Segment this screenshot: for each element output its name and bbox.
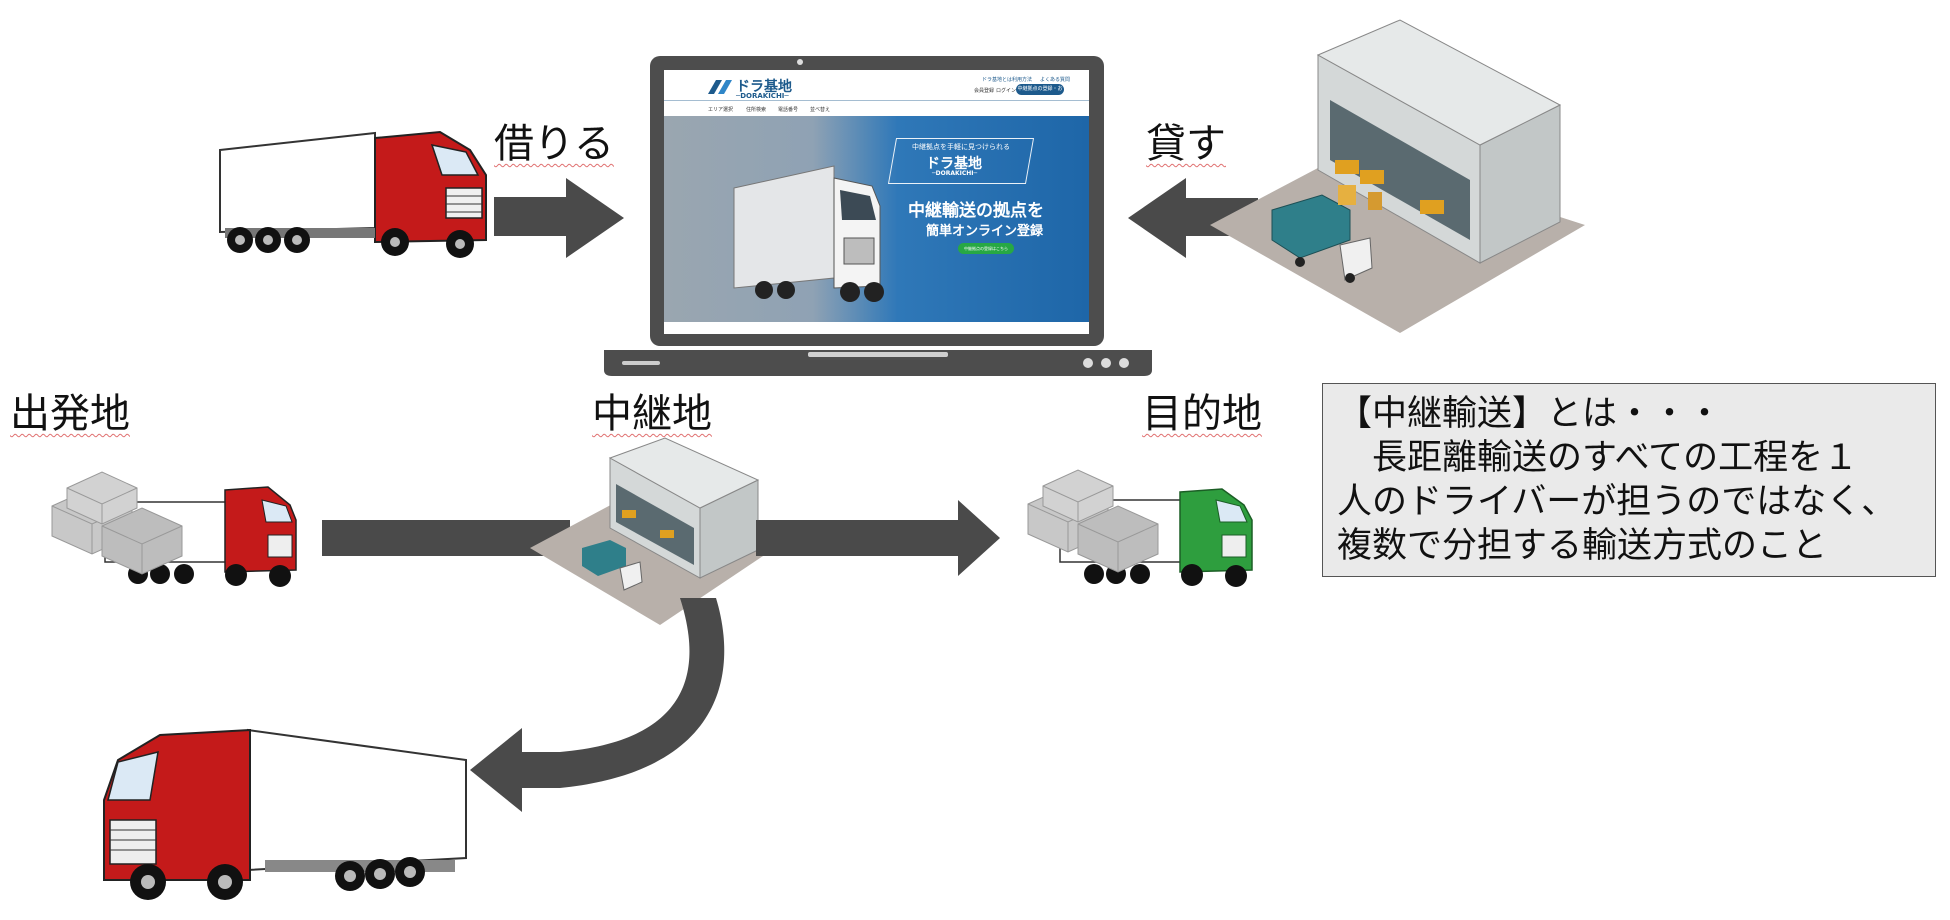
hero-catch: 中継拠点を手軽に見つけられる xyxy=(912,143,1010,151)
borrow-label: 借りる xyxy=(494,121,614,167)
hero-cta-button[interactable]: 中継拠点の登録はこちら xyxy=(958,243,1014,254)
site-divider xyxy=(664,100,1089,101)
site-nav-area[interactable]: エリア選択 xyxy=(708,107,734,113)
relay-label: 中継地 xyxy=(592,391,712,437)
lend-label: 貸す xyxy=(1146,121,1226,167)
site-contact-button[interactable]: 中継拠点の登録・お問い合わせ xyxy=(1016,84,1064,103)
definition-line-3: 人のドライバーが担うのではなく、 xyxy=(1337,482,1897,522)
site-hero: 中継拠点を手軽に見つけられる ドラ基地 ─DORAKICHI─ 中継輸送の拠点を… xyxy=(664,116,1089,322)
relay-transport-definition-box: 【中継輸送】とは・・・ 長距離輸送のすべての工程を１ 人のドライバーが担うのでは… xyxy=(1322,383,1936,577)
borrow-truck-illustration xyxy=(219,130,487,258)
site-link-login[interactable]: ログイン xyxy=(996,88,1017,94)
site-link-faq[interactable]: よくある質問 xyxy=(1040,77,1071,83)
relay-curved-arrow xyxy=(470,598,725,812)
origin-label: 出発地 xyxy=(10,391,130,437)
site-link-register[interactable]: 会員登録 xyxy=(974,88,995,94)
site-brand: ドラ基地 xyxy=(736,79,792,95)
hero-name: ドラ基地 xyxy=(926,156,982,172)
hero-truck-photo xyxy=(733,165,884,302)
hero-headline-2: 簡単オンライン登録 xyxy=(926,224,1044,239)
destination-truck-illustration xyxy=(1027,469,1253,587)
hero-name-sub: ─DORAKICHI─ xyxy=(932,170,978,177)
site-nav-sort[interactable]: 並べ替え xyxy=(810,107,831,113)
warehouse-illustration xyxy=(1210,19,1585,333)
relay-warehouse-illustration xyxy=(530,437,775,625)
site-nav-address[interactable]: 住所検索 xyxy=(746,107,767,113)
borrow-arrow xyxy=(494,178,624,258)
definition-line-1: 【中継輸送】とは・・・ xyxy=(1337,394,1723,434)
relay-destination-arrow xyxy=(756,500,1000,576)
return-truck-illustration xyxy=(103,728,467,900)
origin-truck-illustration xyxy=(51,471,297,587)
destination-label: 目的地 xyxy=(1142,391,1262,437)
site-nav-phone[interactable]: 電話番号 xyxy=(778,107,799,113)
site-link-about[interactable]: ドラ基地とは xyxy=(982,77,1013,83)
lend-arrow xyxy=(1128,178,1258,258)
hero-headline: 中継輸送の拠点を xyxy=(908,201,1044,221)
site-brand-sub: ─DORAKICHI─ xyxy=(736,92,789,100)
definition-line-2: 長距離輸送のすべての工程を１ xyxy=(1337,438,1859,478)
site-link-usage[interactable]: 利用方法 xyxy=(1012,77,1033,83)
definition-line-4: 複数で分担する輸送方式のこと xyxy=(1337,526,1828,566)
site-logo-icon xyxy=(708,80,732,94)
origin-relay-bar xyxy=(322,520,570,556)
laptop-screen: ドラ基地 ─DORAKICHI─ ドラ基地とは 利用方法 よくある質問 会員登録… xyxy=(664,70,1089,334)
